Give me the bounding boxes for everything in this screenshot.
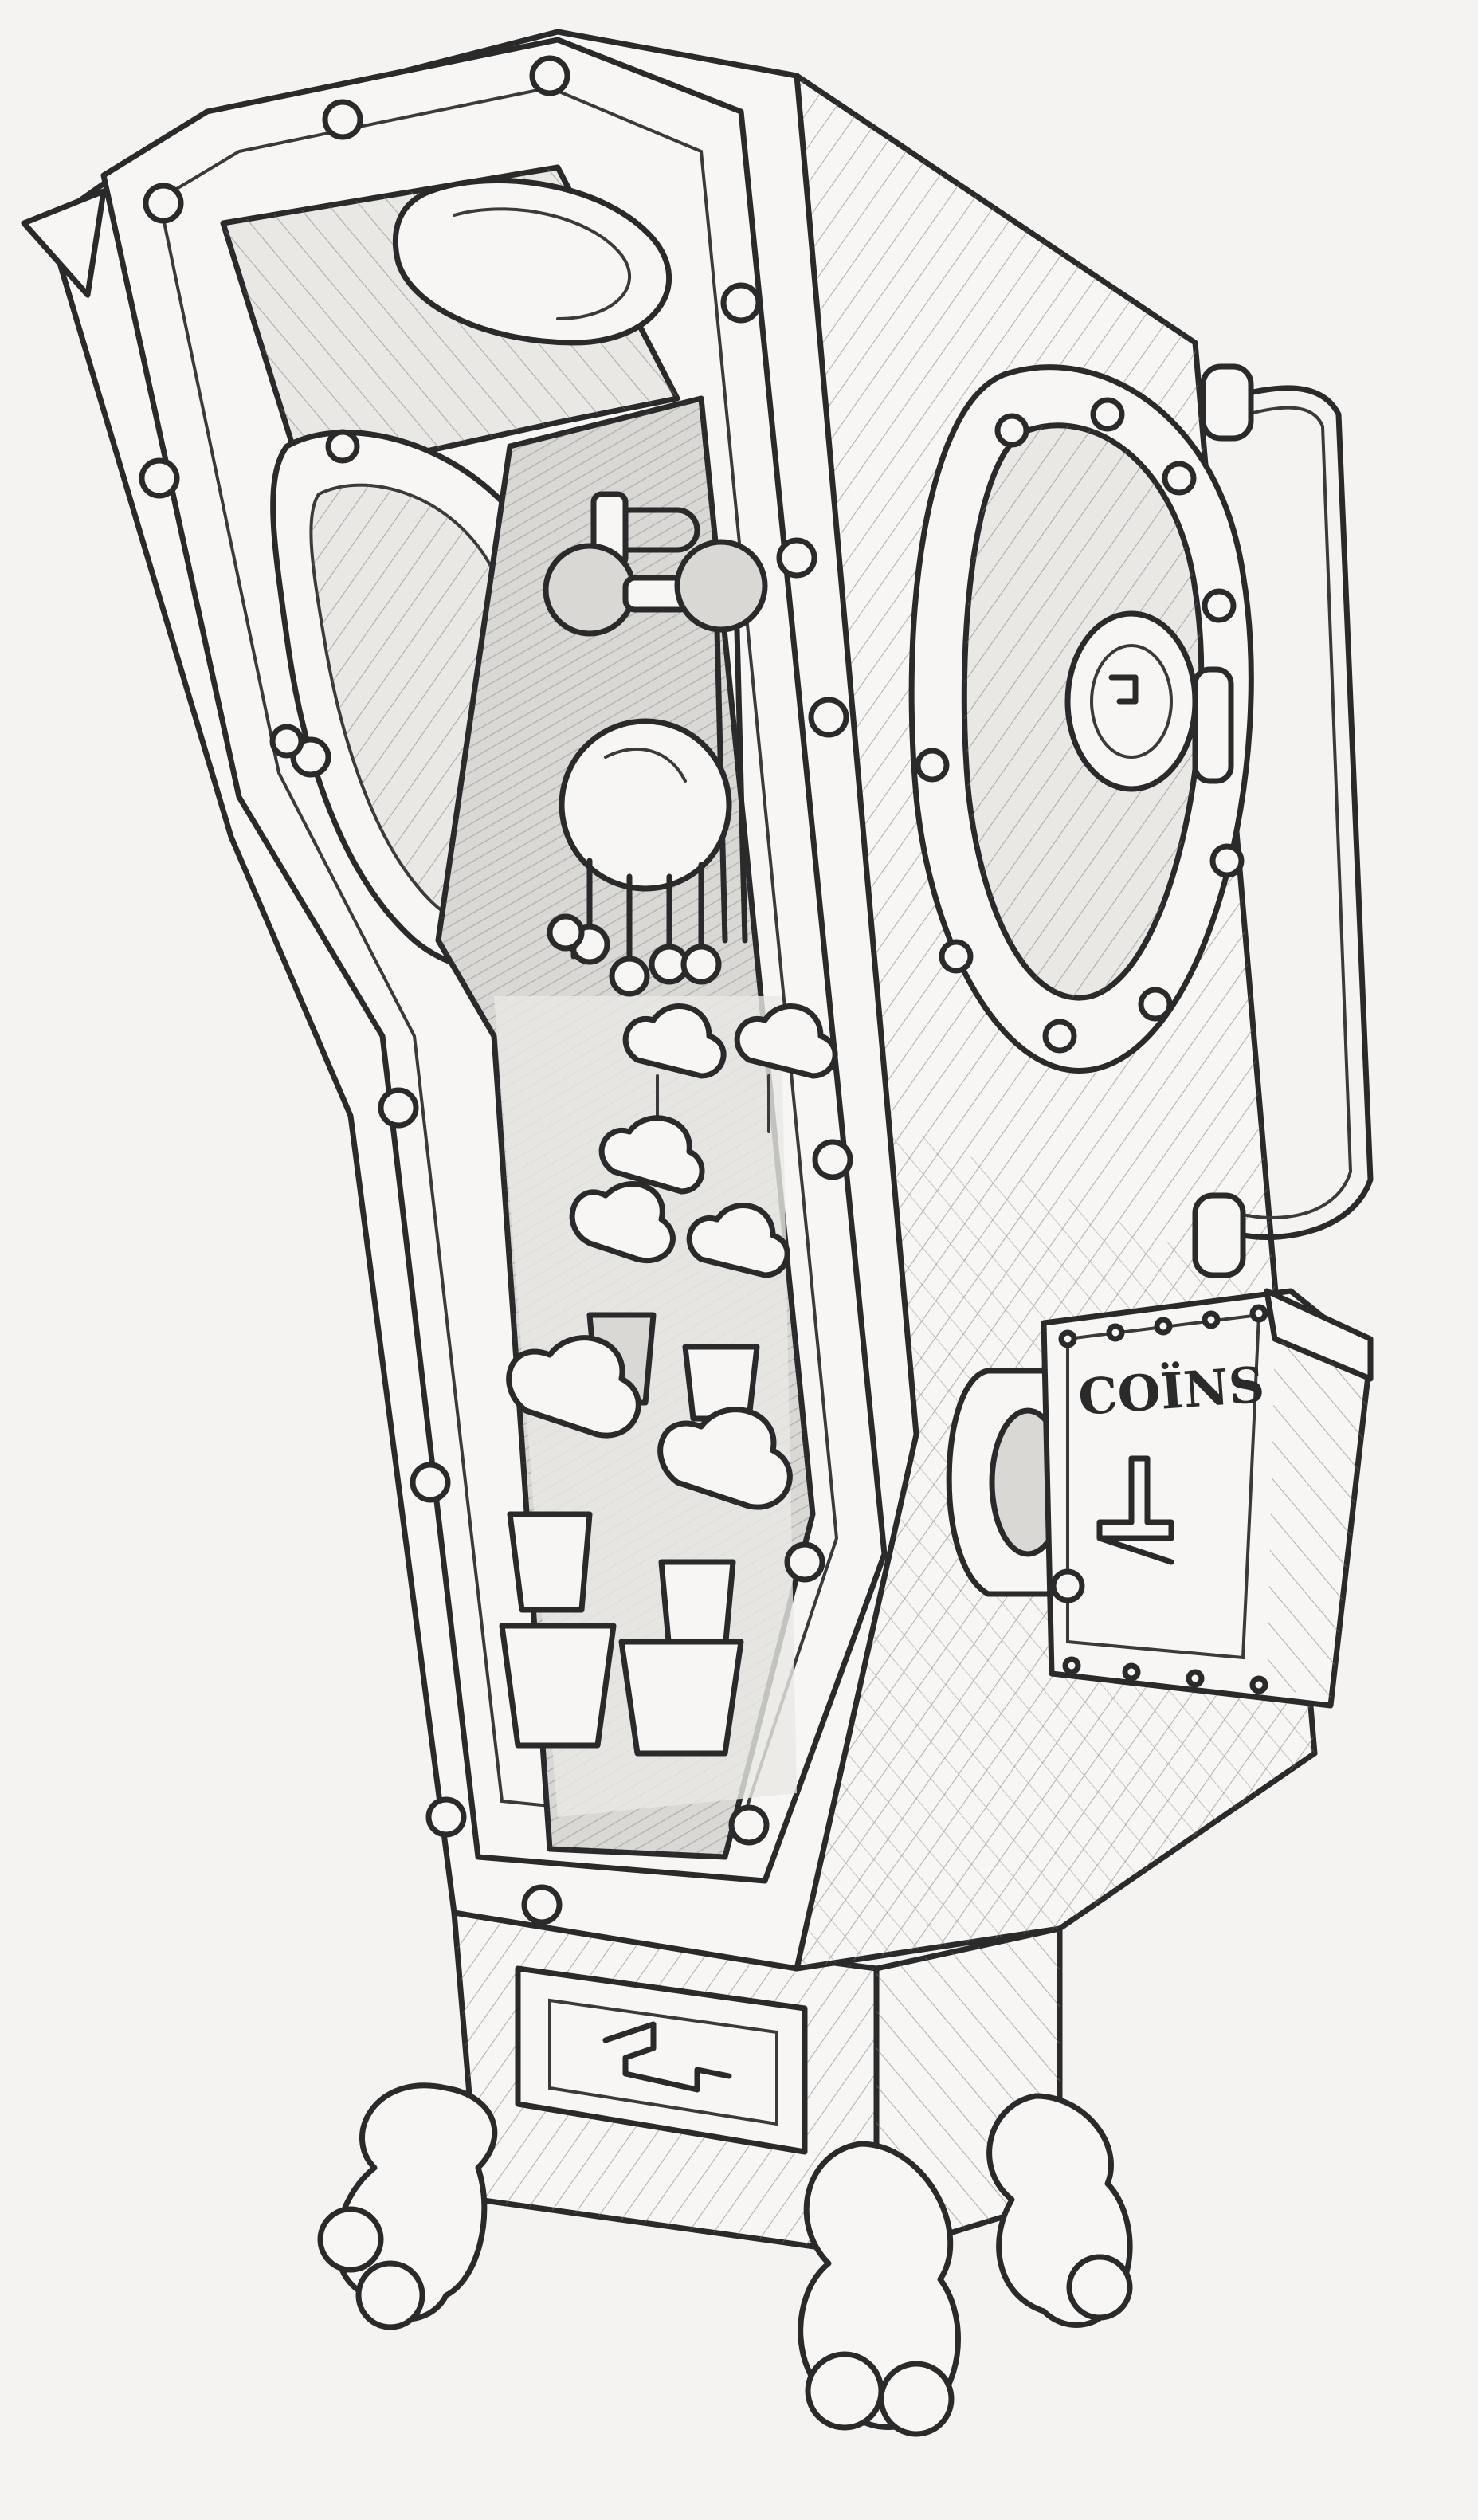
plant-pot (506, 1335, 641, 1613)
potted-plants (499, 1003, 838, 1757)
valve-bulb-large (559, 718, 732, 892)
drawer (515, 1965, 808, 2155)
dispenser-nozzles (547, 858, 722, 997)
claw-foot-left (317, 2082, 498, 2330)
valve-bulb-small (543, 543, 637, 637)
plant-pot (622, 1003, 727, 1133)
down-arrow-icon (1096, 1455, 1174, 1565)
coin-slot-mechanism (946, 1288, 1374, 1709)
crank-handle (1192, 363, 1374, 1278)
upper-display-panel (220, 164, 680, 481)
claw-foot-right (986, 2093, 1133, 2328)
drawer-handle-icon (602, 2021, 732, 2093)
coin-button[interactable] (1050, 1568, 1085, 1603)
valve-assembly (543, 491, 768, 997)
coin-box-rivets (1058, 1304, 1268, 1694)
crank-dial-icon (1064, 610, 1198, 792)
plant-pot (657, 1407, 793, 1653)
porthole-rivets (915, 397, 1245, 1054)
side-porthole (908, 364, 1254, 1074)
plant-pot (734, 1003, 838, 1133)
upper-porthole (392, 178, 672, 346)
claw-foot-center (798, 2141, 961, 2437)
door-hinge (1192, 666, 1234, 784)
valve-bulb-right (674, 539, 768, 633)
plant-pot (499, 1623, 744, 1757)
coins-label: COÏNS (1076, 1356, 1266, 1427)
rivets (139, 55, 853, 1925)
